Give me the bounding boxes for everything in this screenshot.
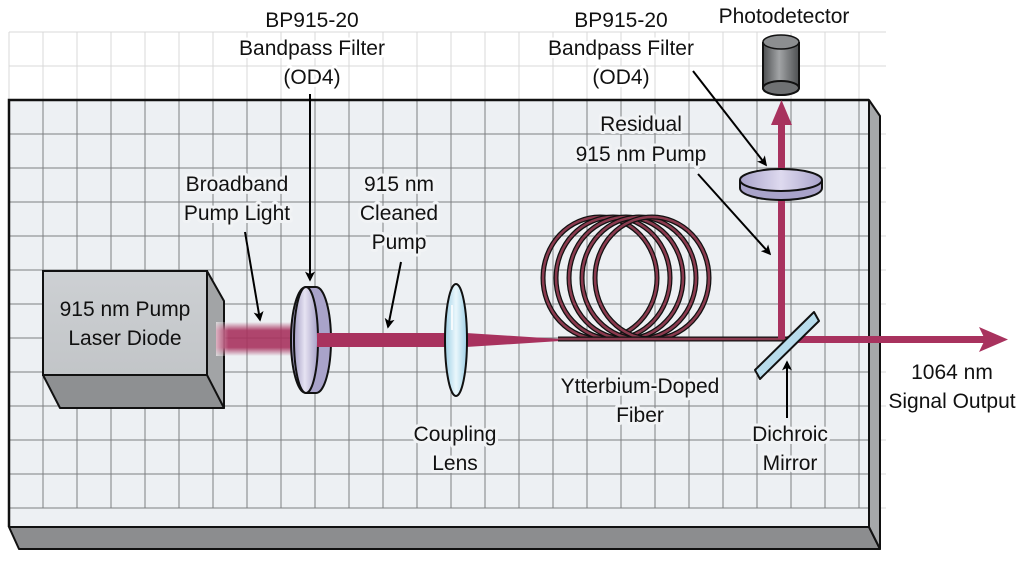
- filter1-label-line1: BP915-20: [265, 9, 358, 32]
- bandpass-filter-1: [290, 286, 332, 394]
- dichroic-label-line1: Dichroic: [752, 423, 828, 446]
- dichroic-label-line2: Mirror: [763, 452, 818, 475]
- broadband-label-line1: Broadband: [186, 173, 289, 196]
- residual-pump-label-line2: 915 nm Pump: [576, 143, 707, 166]
- laser-diode-label-line1: 915 nm Pump: [60, 298, 191, 321]
- signal-output-label-line2: Signal Output: [888, 390, 1015, 413]
- filter2-label-line2: Bandpass Filter: [548, 37, 694, 60]
- photodetector-label: Photodetector: [719, 5, 850, 28]
- annotation-arrows: [244, 70, 792, 418]
- broadband-pump-beam: [216, 322, 300, 356]
- fiber-label-line1: Ytterbium-Doped: [561, 375, 720, 398]
- pump-laser-diode: 915 nm Pump Laser Diode: [42, 270, 225, 409]
- cleaned-pump-label-line1: 915 nm: [364, 173, 434, 196]
- fiber-label-line2: Fiber: [616, 404, 664, 427]
- laser-diode-label-line2: Laser Diode: [68, 327, 181, 350]
- filter2-label-line3: (OD4): [592, 66, 649, 89]
- signal-output-beam: [787, 327, 1008, 352]
- dichroic-mirror: [754, 311, 820, 380]
- cleaned-pump-label-line2: Cleaned: [360, 202, 438, 225]
- ytterbium-doped-fiber: [540, 214, 787, 342]
- residual-pump-label-line1: Residual: [600, 113, 682, 136]
- coupling-lens: [444, 283, 468, 397]
- coupling-lens-label-line1: Coupling: [414, 423, 497, 446]
- labels: BP915-20 Bandpass Filter (OD4) BP915-20 …: [181, 2, 1019, 478]
- cleaned-pump-label-line3: Pump: [372, 231, 427, 254]
- background-grid: [8, 31, 886, 509]
- signal-output-label-line1: 1064 nm: [911, 361, 993, 384]
- broadband-label-line2: Pump Light: [184, 202, 290, 225]
- coupling-lens-label-line2: Lens: [432, 452, 478, 475]
- filter2-label-line1: BP915-20: [574, 9, 667, 32]
- residual-pump-beam: [771, 100, 792, 339]
- filter1-label-line3: (OD4): [283, 66, 340, 89]
- bandpass-filter-2: [739, 168, 823, 201]
- filter1-label-line2: Bandpass Filter: [239, 37, 385, 60]
- cleaned-pump-beam: [317, 333, 560, 347]
- photodetector: [762, 34, 800, 96]
